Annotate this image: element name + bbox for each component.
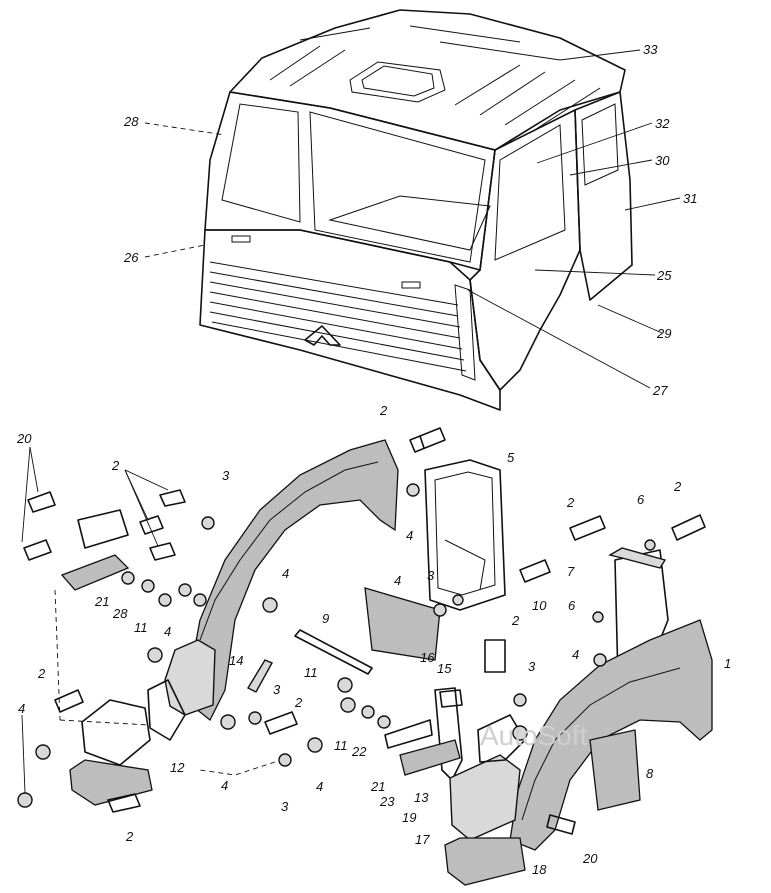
roof-ribs <box>269 25 601 134</box>
leader-lines <box>21 49 681 794</box>
rear-side-panel <box>574 91 633 301</box>
callout-3-top: 3 <box>222 468 230 483</box>
front-lamp-left <box>231 235 251 243</box>
mud-flap-left <box>364 587 441 661</box>
hanger-16 <box>434 687 463 781</box>
callout-6-mid: 6 <box>568 598 576 613</box>
inner-panel-5 <box>424 459 506 611</box>
callout-2-far-right: 2 <box>673 479 682 494</box>
roof-hatch <box>349 61 446 103</box>
upper-mount-plate <box>77 509 129 549</box>
right-fender-arch <box>509 619 713 851</box>
mud-flap-right-8 <box>589 729 641 811</box>
callout-4-bracket: 4 <box>164 624 171 639</box>
callout-25: 25 <box>656 268 672 283</box>
callout-33: 33 <box>643 42 658 57</box>
radiator-grille <box>209 261 467 372</box>
stay-rod-9 <box>294 629 373 675</box>
callout-26: 26 <box>123 250 139 265</box>
bracket-plate-12 <box>147 679 186 741</box>
windshield <box>204 91 496 271</box>
callout-32: 32 <box>655 116 670 131</box>
callout-3-mid: 3 <box>273 682 281 697</box>
callout-11-mid: 11 <box>304 665 318 680</box>
callout-1: 1 <box>724 656 731 671</box>
callout-9: 9 <box>322 611 329 626</box>
callout-29: 29 <box>656 326 671 341</box>
bolt <box>23 427 706 835</box>
callout-2-right: 2 <box>566 495 575 510</box>
callout-4-bottom: 4 <box>316 779 323 794</box>
front-lamp-right <box>401 281 421 289</box>
callout-4-arch: 4 <box>282 566 289 581</box>
callout-4-far-left: 4 <box>18 701 25 716</box>
callout-2-top: 2 <box>379 403 388 418</box>
step-18 <box>444 837 526 886</box>
callout-4-low: 4 <box>221 778 228 793</box>
angle-bracket-21 <box>384 719 433 749</box>
callout-15: 15 <box>437 661 452 676</box>
callout-2-mid: 2 <box>294 695 303 710</box>
right-bracket-17 <box>449 754 521 841</box>
callout-10: 10 <box>532 598 547 613</box>
cab-front-face <box>199 229 501 411</box>
callout-3-bottom: 3 <box>281 799 289 814</box>
cab-emblem <box>304 325 341 346</box>
callout-17: 17 <box>415 832 430 847</box>
callout-23: 23 <box>379 794 395 809</box>
truck-cab <box>199 9 633 411</box>
lower-mount-bracket <box>81 699 151 766</box>
left-fender-bracket <box>164 639 216 716</box>
bracket-19 <box>477 714 526 763</box>
callout-11-low: 11 <box>334 738 348 753</box>
callout-3-panel: 3 <box>427 568 435 583</box>
callout-11-left: 11 <box>134 620 148 635</box>
right-fender-seal <box>608 547 667 569</box>
step-plate-23 <box>399 739 461 776</box>
callout-13: 13 <box>414 790 429 805</box>
corner-deflector <box>454 284 476 381</box>
callout-20-bottom: 20 <box>582 851 598 866</box>
callout-6-top: 6 <box>637 492 645 507</box>
callout-21-left: 21 <box>94 594 109 609</box>
callout-28-left: 28 <box>112 606 128 621</box>
mudguard-strip-14 <box>247 659 273 693</box>
callout-4-panel: 4 <box>406 528 413 543</box>
callout-8: 8 <box>646 766 654 781</box>
callout-16: 16 <box>420 650 435 665</box>
callout-21-right: 21 <box>370 779 385 794</box>
callout-19: 19 <box>402 810 416 825</box>
callout-labels: 33 32 30 31 25 29 27 28 26 2 5 20 2 3 4 … <box>16 42 731 877</box>
callout-30: 30 <box>655 153 670 168</box>
left-fender-arch <box>184 439 399 722</box>
cab-roof <box>229 9 626 151</box>
callout-18: 18 <box>532 862 547 877</box>
left-fender-assembly <box>54 439 399 806</box>
callout-22: 22 <box>351 744 367 759</box>
callout-12: 12 <box>170 760 185 775</box>
callout-4-flap: 4 <box>394 573 401 588</box>
right-fender-assembly <box>444 547 713 886</box>
callout-4-right: 4 <box>572 647 579 662</box>
callout-7: 7 <box>567 564 575 579</box>
callout-2-bottom: 2 <box>125 829 134 844</box>
callout-31: 31 <box>683 191 697 206</box>
callout-14: 14 <box>229 653 243 668</box>
callout-20-top: 20 <box>16 431 32 446</box>
watermark: AutoSoft <box>480 720 588 751</box>
callout-2-left-bracket: 2 <box>37 666 46 681</box>
step-plate-upper <box>60 554 130 591</box>
callout-2-cluster: 2 <box>111 458 120 473</box>
callout-27: 27 <box>652 383 668 398</box>
callout-28-cab: 28 <box>123 114 139 129</box>
center-parts <box>294 459 506 781</box>
cab-door <box>469 109 581 391</box>
callout-5: 5 <box>507 450 515 465</box>
lower-step-left <box>69 759 153 806</box>
callout-3-center: 3 <box>528 659 536 674</box>
callout-2-center: 2 <box>511 613 520 628</box>
